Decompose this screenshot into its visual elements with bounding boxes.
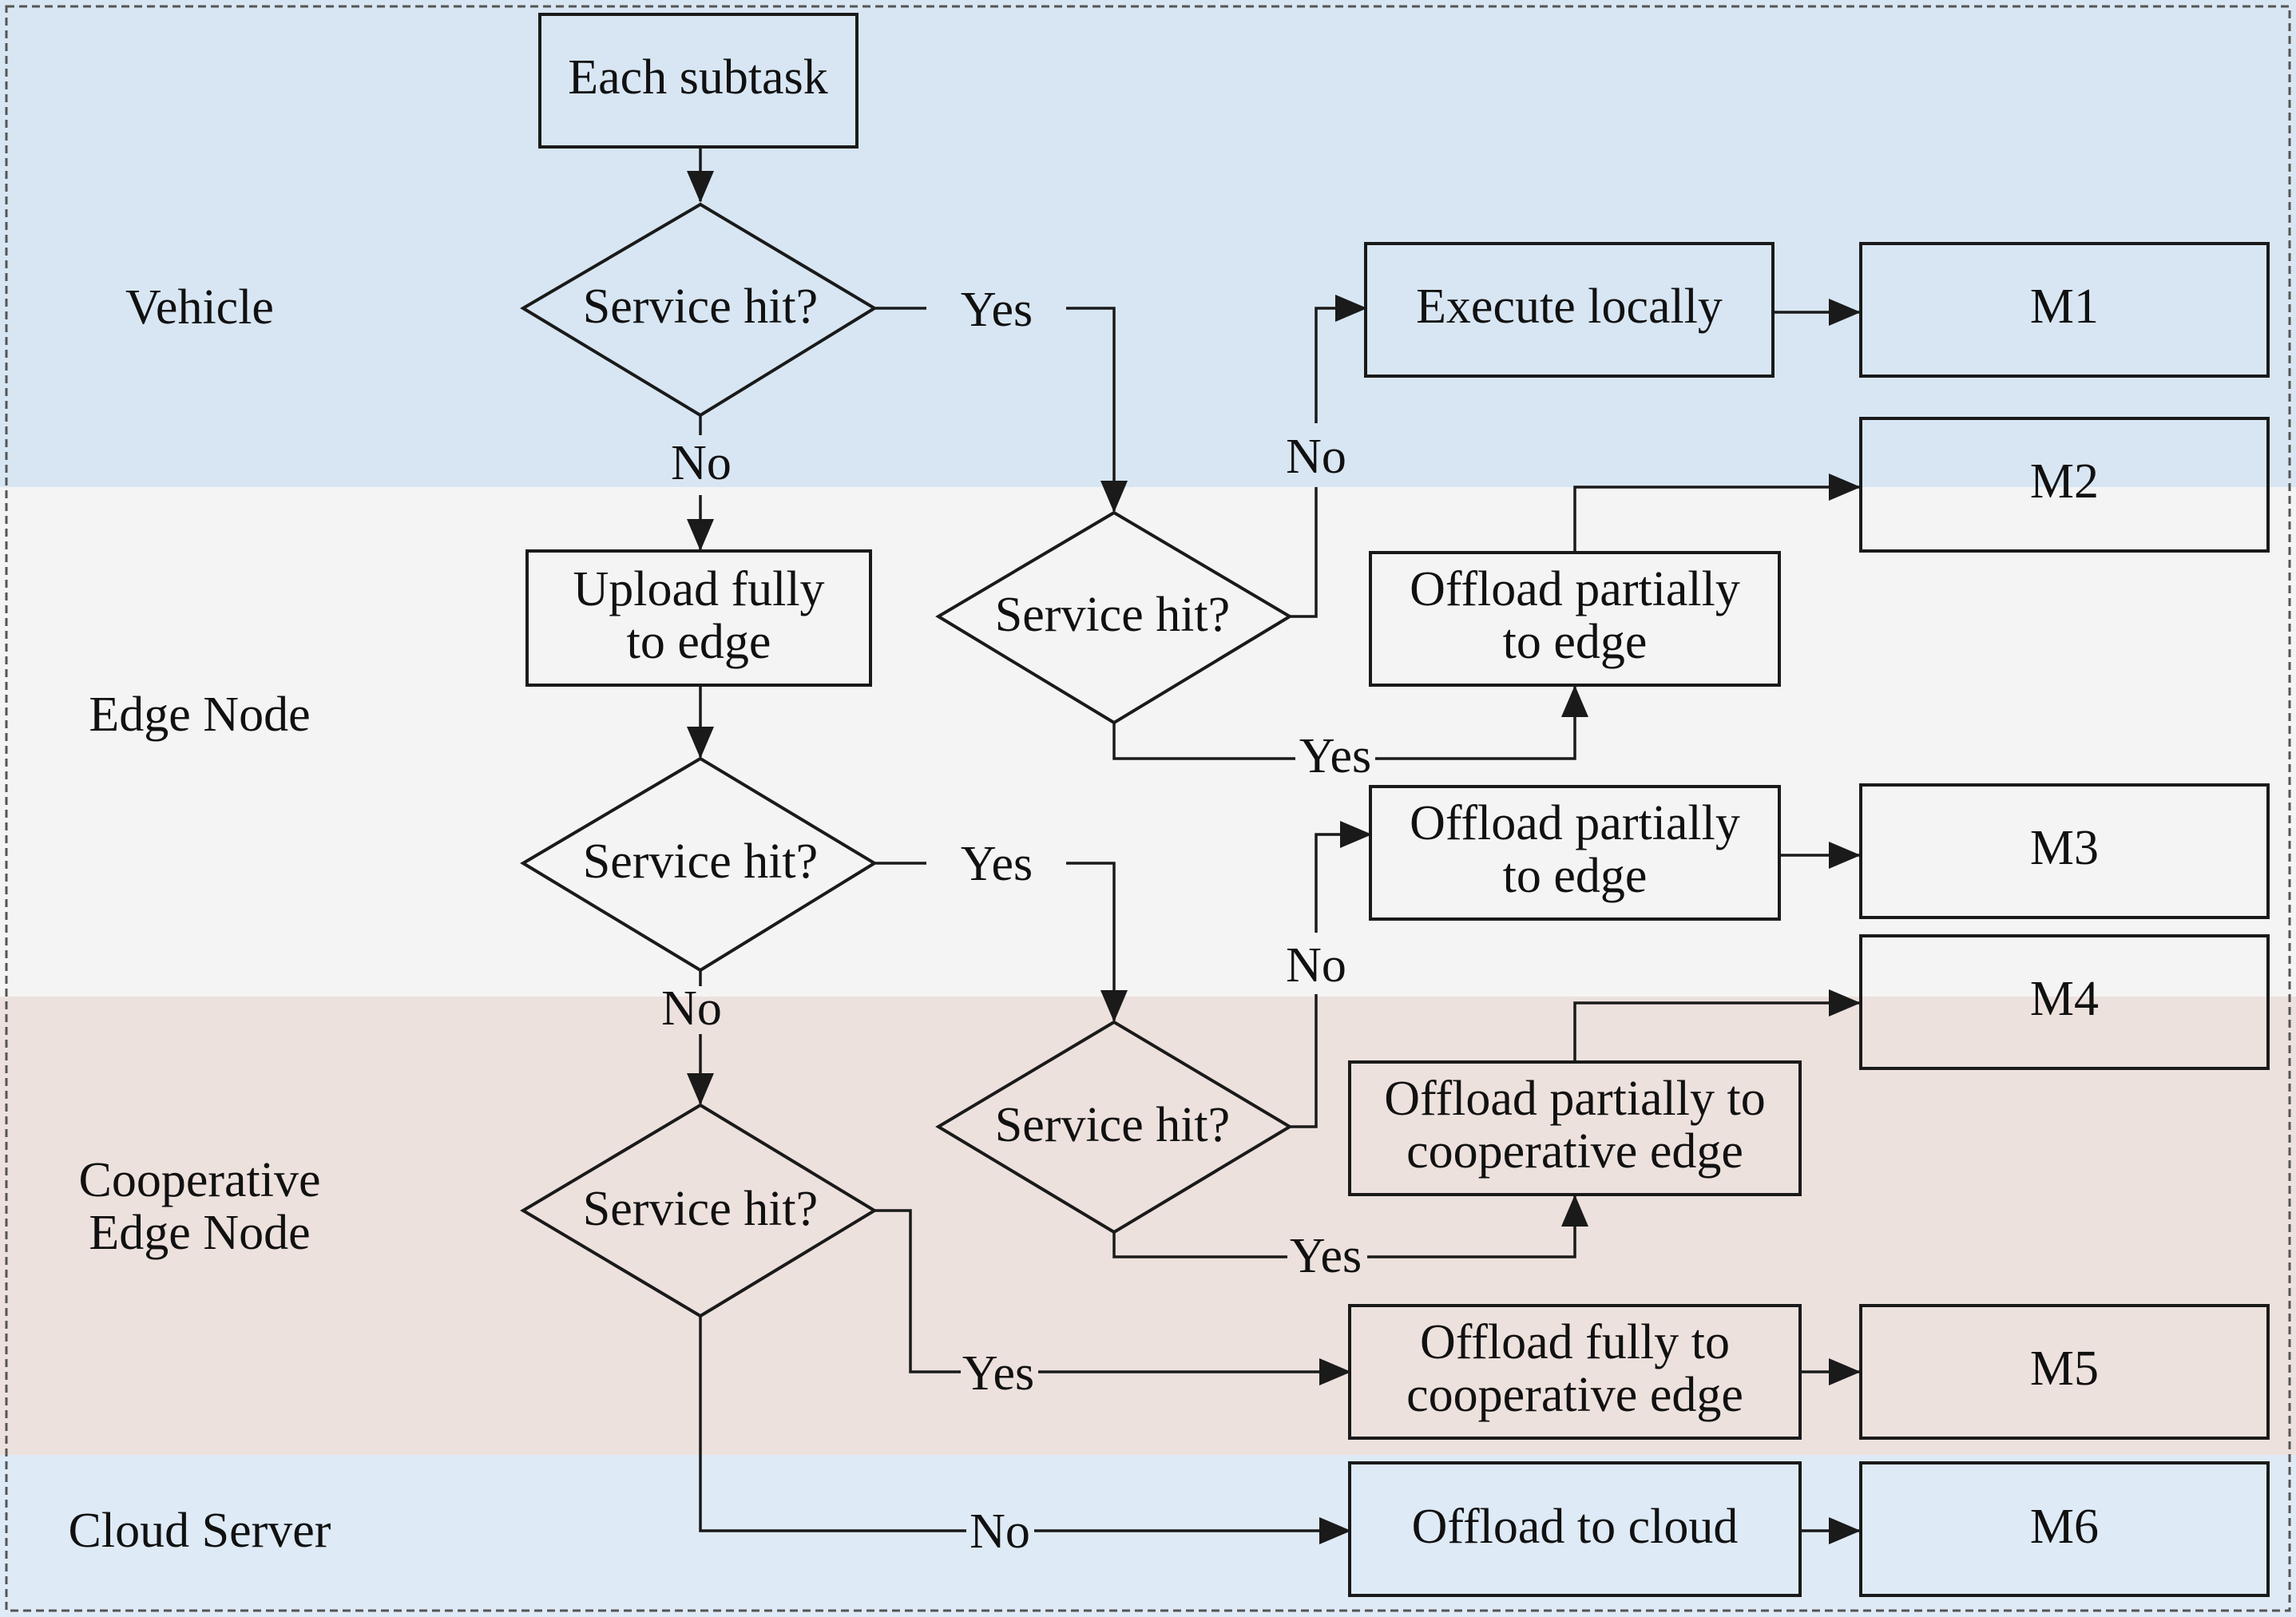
outcome-m1-label: M1 — [2030, 279, 2099, 334]
offload-partial-coop-label-1: Offload partially to — [1384, 1072, 1766, 1126]
offload-cloud-box: Offload to cloud — [1348, 1461, 1802, 1597]
connector-edge-c-no-b — [1315, 821, 1372, 933]
connector-edge-a-yes-b — [1375, 685, 1588, 760]
lane-label-edge-node: Edge Node — [89, 688, 310, 742]
decision-edge-a: Service hit? — [935, 510, 1293, 725]
connector-edge-a-no — [1290, 487, 1318, 618]
edge-label-coop-yes: Yes — [962, 1346, 1034, 1401]
outcome-m1: M1 — [1859, 242, 2270, 378]
offload-partial-edge-a-label-2: to edge — [1503, 615, 1648, 669]
upload-fully-label-2: to edge — [627, 615, 771, 669]
offload-partial-edge-box-b: Offload partially to edge — [1369, 785, 1781, 921]
edge-label-edge-c-yes: Yes — [1290, 1229, 1362, 1283]
outcome-m4: M4 — [1859, 934, 2270, 1070]
edge-label-edge-a-yes: Yes — [1299, 729, 1371, 783]
offload-fully-coop-label-1: Offload fully to — [1420, 1315, 1730, 1369]
outcome-m6-label: M6 — [2030, 1500, 2099, 1554]
offload-partial-edge-box-a: Offload partially to edge — [1369, 551, 1781, 687]
edge-label-edge-c-no: No — [1286, 938, 1346, 993]
decision-coop: Service hit? — [520, 1103, 878, 1318]
outcome-m4-label: M4 — [2030, 972, 2099, 1026]
lane-label-cooperative-edge-node: Edge Node — [89, 1206, 310, 1260]
offload-cloud-label: Offload to cloud — [1412, 1500, 1739, 1554]
edge-label-coop-no: No — [970, 1504, 1030, 1559]
upload-fully-box: Upload fully to edge — [525, 549, 872, 687]
upload-fully-label-1: Upload fully — [573, 562, 824, 616]
edge-label-edge-b-yes: Yes — [961, 837, 1033, 891]
offload-fully-coop-box: Offload fully to cooperative edge — [1348, 1304, 1802, 1440]
edge-label-vehicle-no: No — [671, 436, 732, 490]
edge-label-edge-b-no: No — [661, 981, 722, 1036]
decision-vehicle-label: Service hit? — [583, 279, 818, 334]
outcome-m2-label: M2 — [2030, 454, 2099, 509]
lane-label-vehicle: Vehicle — [125, 280, 274, 335]
connector-coop-no — [699, 1316, 966, 1532]
outcome-m3-label: M3 — [2030, 821, 2099, 875]
outcome-m5: M5 — [1859, 1304, 2270, 1440]
offload-partial-edge-b-label-2: to edge — [1503, 849, 1648, 903]
connector-edge-a-no-b — [1315, 295, 1367, 423]
edge-label-edge-a-no: No — [1286, 430, 1346, 484]
connector-edge-c-yes-b — [1367, 1195, 1588, 1258]
connector-m2 — [1573, 474, 1861, 553]
outer-border — [5, 5, 2291, 1612]
connector-edge-b-yes-b — [1066, 862, 1128, 1022]
connectors — [687, 147, 1861, 1544]
connector-edge-a-yes — [1112, 723, 1295, 760]
outcome-m3: M3 — [1859, 783, 2270, 919]
decision-edge-c: Service hit? — [935, 1020, 1293, 1235]
offload-partial-coop-box: Offload partially to cooperative edge — [1348, 1060, 1802, 1196]
connector-vehicle-yes-b — [1066, 307, 1128, 513]
lane-label-cloud-server: Cloud Server — [69, 1504, 331, 1558]
decision-edge-b-label: Service hit? — [583, 834, 818, 889]
connector-coop-yes — [874, 1209, 961, 1373]
start-box-label: Each subtask — [568, 50, 827, 105]
decision-vehicle: Service hit? — [520, 202, 878, 418]
edge-label-vehicle-yes: Yes — [961, 283, 1033, 337]
connector-edge-c-no — [1290, 994, 1318, 1128]
connector-m4 — [1573, 989, 1861, 1060]
outcome-m5-label: M5 — [2030, 1342, 2099, 1396]
decision-edge-c-label: Service hit? — [995, 1098, 1230, 1152]
connector-edge-c-yes — [1112, 1232, 1287, 1258]
decision-coop-label: Service hit? — [583, 1182, 818, 1236]
decision-edge-a-label: Service hit? — [995, 588, 1230, 642]
decision-edge-b: Service hit? — [520, 756, 878, 973]
offload-partial-coop-label-2: cooperative edge — [1406, 1124, 1743, 1179]
outcome-m2: M2 — [1859, 417, 2270, 553]
execute-locally-box: Execute locally — [1364, 242, 1775, 378]
lane-label-cooperative: Cooperative — [78, 1153, 320, 1207]
offload-partial-edge-b-label-1: Offload partially — [1410, 796, 1740, 850]
outcome-m6: M6 — [1859, 1461, 2270, 1597]
execute-locally-label: Execute locally — [1416, 279, 1723, 334]
offload-fully-coop-label-2: cooperative edge — [1406, 1368, 1743, 1422]
start-box: Each subtask — [538, 13, 859, 149]
offload-partial-edge-a-label-1: Offload partially — [1410, 562, 1740, 616]
